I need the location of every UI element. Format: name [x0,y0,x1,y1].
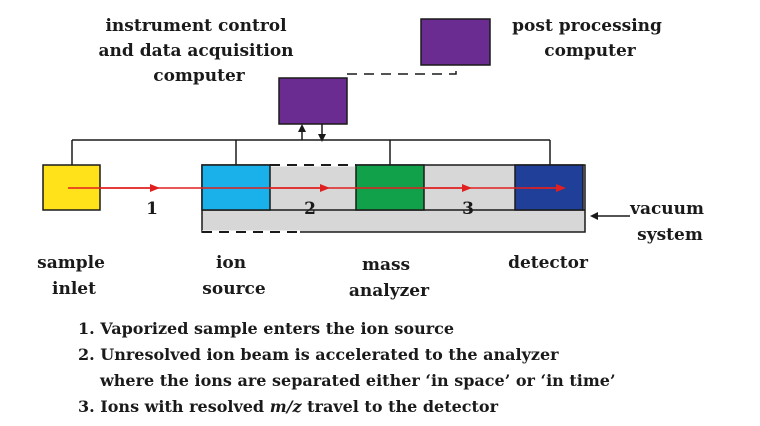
vacuum-system-label: vacuum system [629,199,710,245]
detector-label: detector [508,253,589,273]
post-processing-label: post processing computer [512,16,668,61]
computer-network-link [347,65,457,75]
step-2-continuation: where the ions are separated either ‘in … [100,371,616,390]
steps-legend: 1. Vaporized sample enters the ion sourc… [78,316,718,420]
mz-ratio: m/z [269,397,302,416]
instrument-computer-label: instrument control and data acquisition … [99,16,300,86]
step-3-prefix: 3. Ions with resolved [78,397,270,416]
sample-inlet-label: sample inlet [37,253,111,299]
step-3-suffix: travel to the detector [301,397,499,416]
post-processing-computer-box [420,18,491,66]
ion-source-label: ion source [202,253,266,299]
step-3-text: 3. Ions with resolved m/z travel to the … [78,394,718,420]
step-number-2: 2 [304,199,316,219]
step-number-1: 1 [146,199,158,219]
step-2-text: 2. Unresolved ion beam is accelerated to… [78,345,559,364]
step-1-text: 1. Vaporized sample enters the ion sourc… [78,319,455,338]
mass-analyzer-label: mass analyzer [349,255,430,301]
instrument-computer-box [278,77,348,125]
step-number-3: 3 [462,199,474,219]
